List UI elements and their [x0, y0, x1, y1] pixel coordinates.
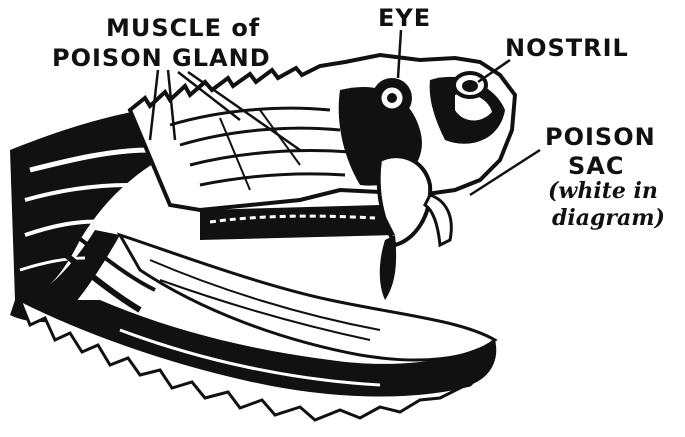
nostril-graphic [454, 73, 486, 97]
label-poison-sac-line1: POISON [545, 125, 656, 149]
label-eye: EYE [378, 6, 431, 30]
label-sac-note-line2: diagram) [552, 207, 665, 229]
fang [380, 235, 396, 300]
label-poison-sac-line2: SAC [568, 154, 624, 178]
eye-graphic [372, 78, 412, 118]
label-sac-note-line1: (white in [548, 180, 658, 202]
label-nostril: NOSTRIL [505, 36, 629, 60]
upper-jaw [200, 205, 395, 240]
label-muscle-line1: MUSCLE of [106, 16, 260, 40]
label-muscle-line2: POISON GLAND [52, 46, 271, 70]
